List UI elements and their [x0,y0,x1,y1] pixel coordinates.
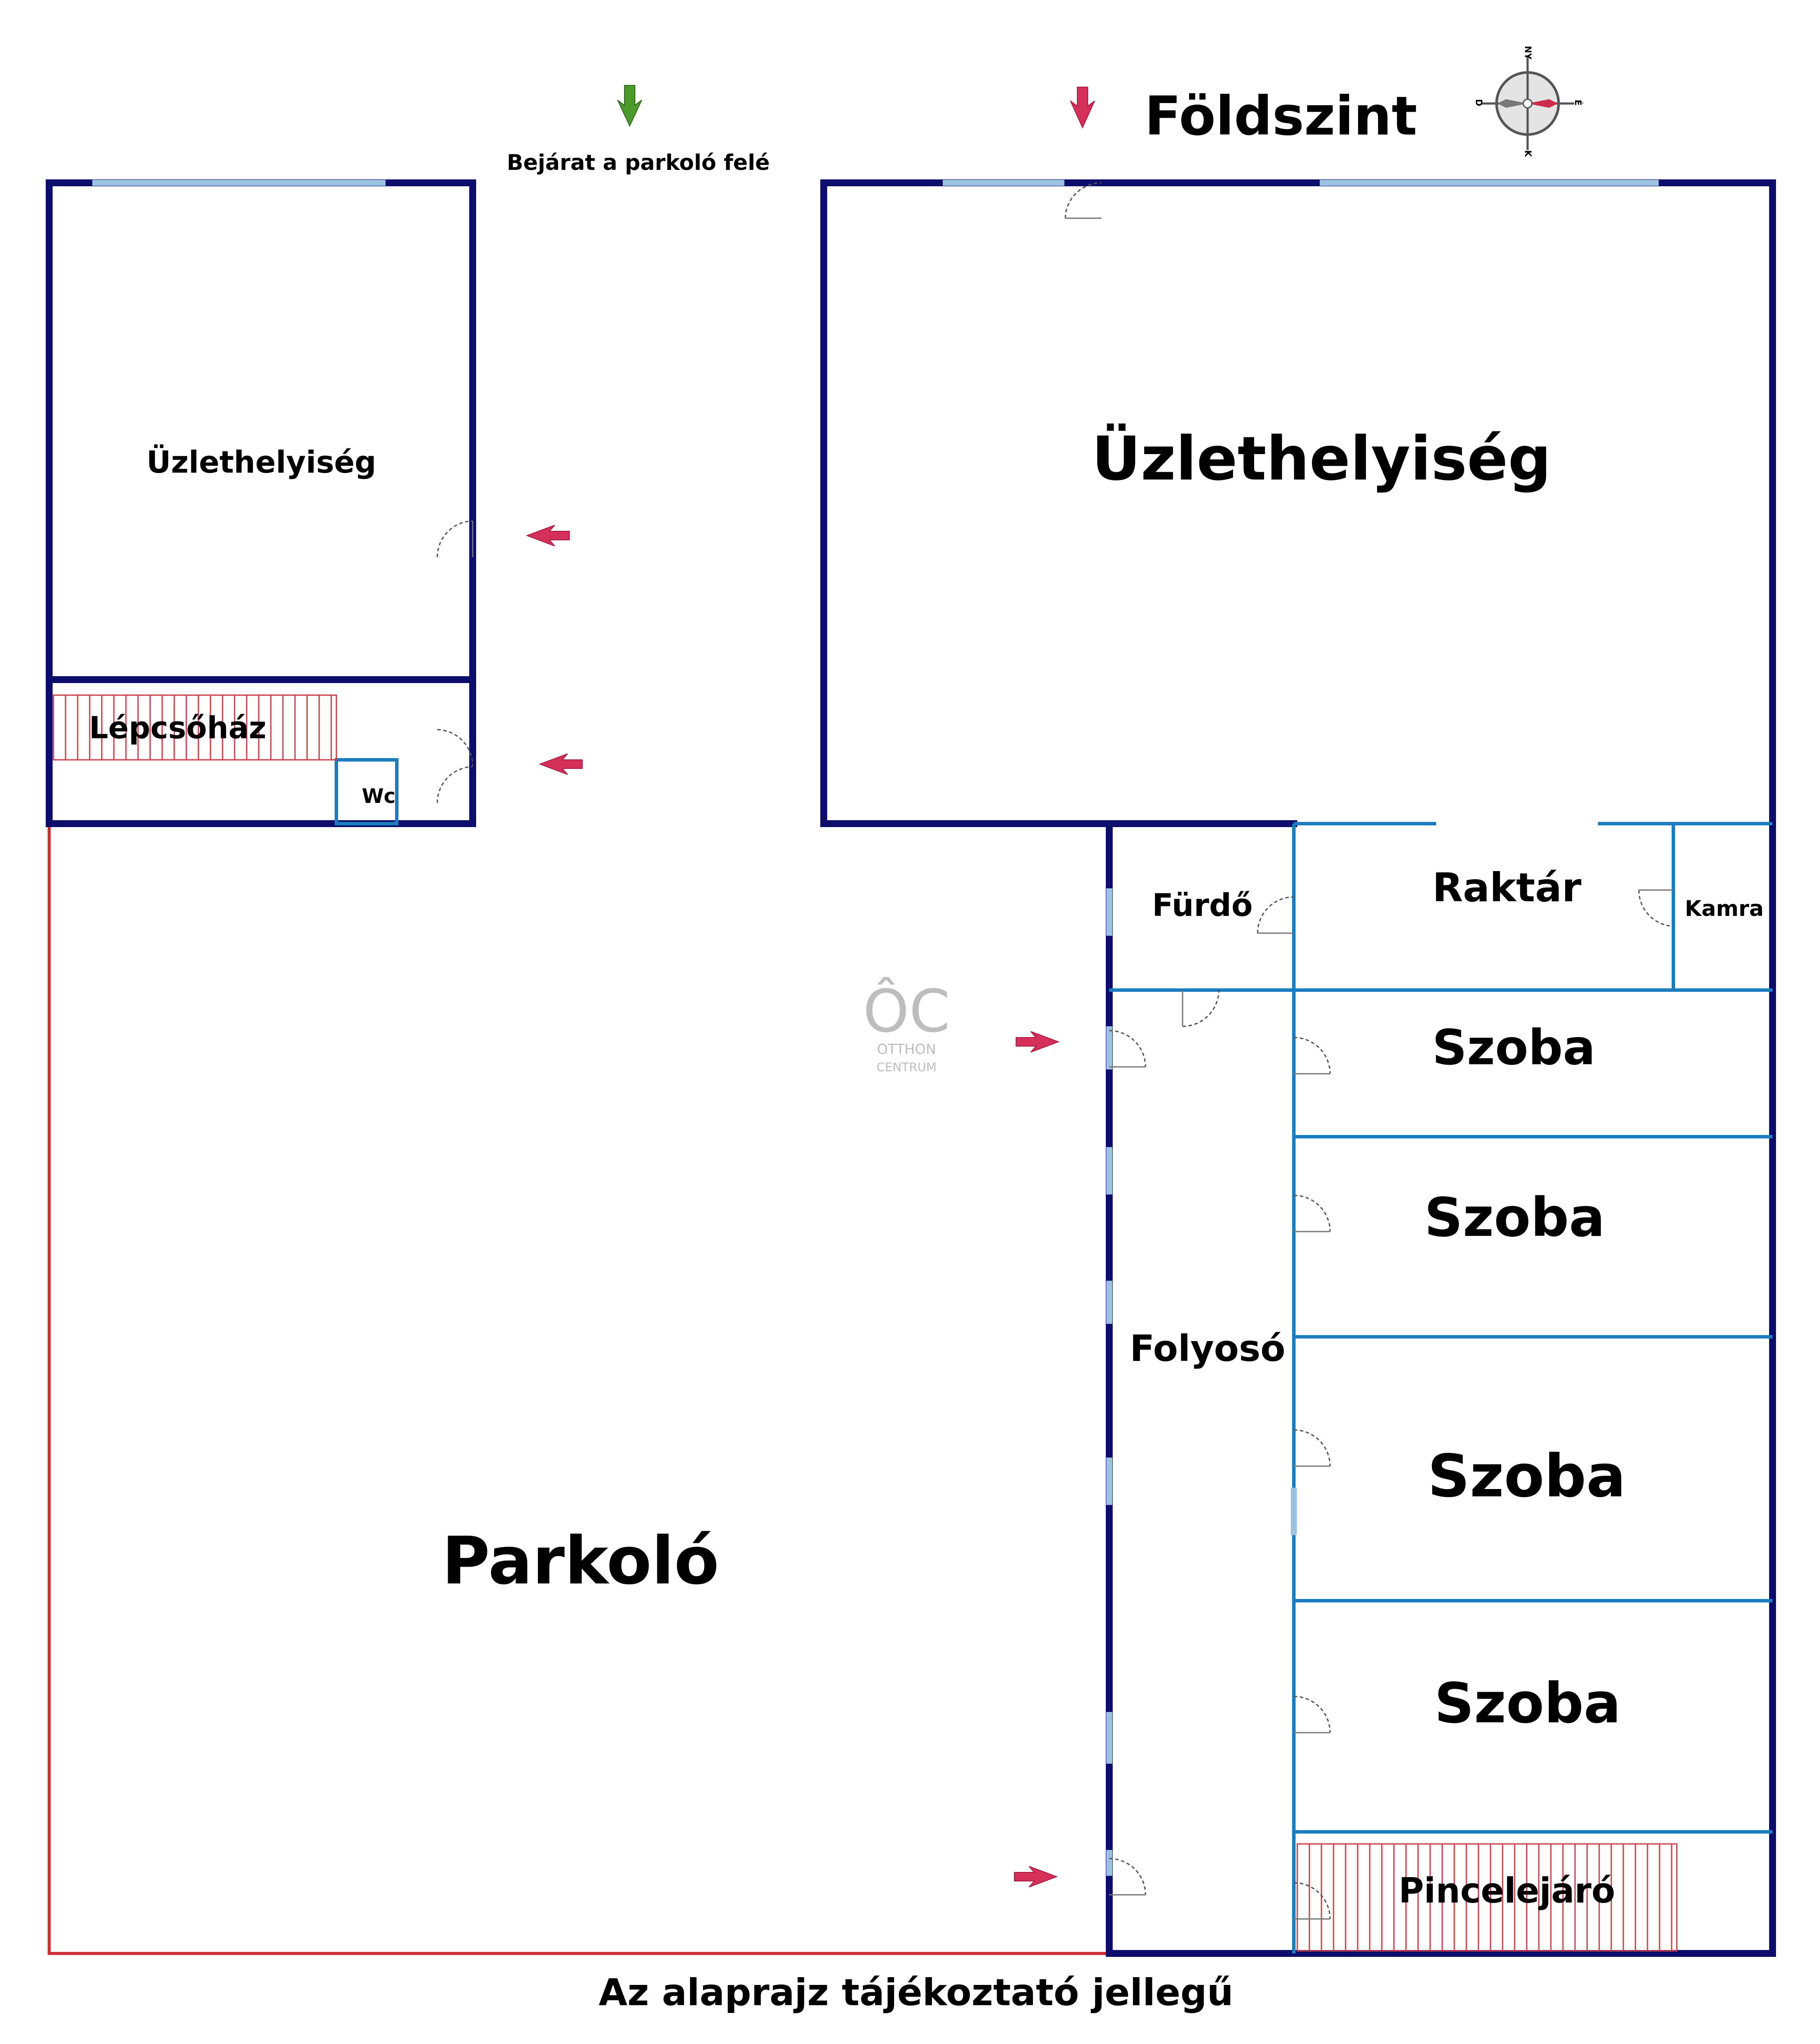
compass-icon: NY É K D [1474,46,1583,157]
right-building-walls [820,179,1776,1957]
room-label-room-2: Szoba [1424,1187,1605,1249]
room-label-room-4: Szoba [1434,1671,1621,1736]
room-label-room-3: Szoba [1428,1442,1626,1511]
room-label-shop-left: Üzlethelyiség [147,445,377,480]
room-label-pantry: Kamra [1685,896,1764,921]
entry-arrow-green [617,85,642,127]
compass-south-label: K [1523,150,1533,157]
entry-arrow-corridor [1016,1031,1060,1053]
left-building-walls [46,179,476,827]
room-label-shop-right: Üzlethelyiség [1092,423,1551,494]
parking-outline [47,824,1109,1955]
otthon-centrum-logo: ÔC OTTHON CENTRUM [863,977,950,1074]
room-label-room-1: Szoba [1432,1020,1596,1076]
compass-east-label: É [1573,100,1583,106]
room-label-storage: Raktár [1432,865,1582,911]
room-label-parking: Parkoló [442,1523,719,1599]
stairwell-hatch [53,694,337,761]
entry-arrow-top-red [1070,87,1095,129]
disclaimer: Az alaprajz tájékoztató jellegű [599,1971,1233,2014]
entry-arrow-left-shop [526,525,570,546]
room-label-cellar: Pincelejáró [1399,1871,1615,1911]
plan-title: Földszint [1145,85,1417,147]
room-label-stairwell: Lépcsőház [89,710,266,746]
entrance-note: Bejárat a parkoló felé [507,150,770,175]
logo-line1: OTTHON [877,1041,936,1057]
compass-west-label: D [1474,99,1484,107]
logo-mark: ÔC [863,977,950,1046]
room-label-corridor: Folyosó [1130,1327,1286,1370]
door-symbols [436,182,1674,1920]
entry-arrow-corridor-bottom [1014,1866,1058,1887]
inner-walls [335,758,1773,1953]
logo-line2: CENTRUM [876,1060,936,1074]
compass-north-label: NY [1523,46,1533,60]
room-label-wc: Wc [362,784,395,808]
room-label-bathroom: Fürdő [1152,887,1252,923]
cellar-stair-hatch [1296,1843,1678,1952]
entry-arrow-stairwell [539,753,583,775]
